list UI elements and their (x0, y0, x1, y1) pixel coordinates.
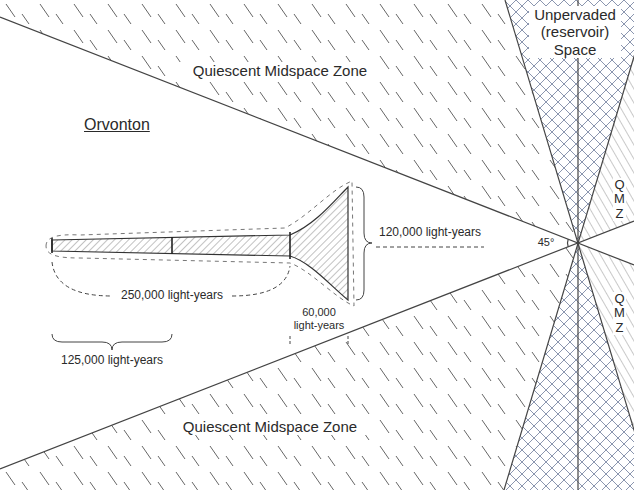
dimension-leader (52, 262, 112, 296)
galaxy-name: Orvonton (82, 116, 152, 134)
galaxy-outline-dashed (46, 181, 354, 306)
axis-line (577, 0, 578, 490)
zone-abbrev: QMZ (613, 292, 626, 335)
dimension-leader (376, 247, 484, 248)
dimension-label: 250,000 light-years (116, 289, 228, 303)
tick-mark (171, 237, 173, 254)
dimension-label: 120,000 light-years (374, 226, 486, 240)
midspace-zone-upper (0, 0, 578, 243)
galaxy-shape (52, 187, 348, 300)
dimension-brace (52, 334, 172, 350)
dimension-label: 60,000 light-years (291, 306, 347, 331)
midspace-zone-lower (0, 243, 578, 490)
cone-line (505, 0, 634, 490)
zone-label: Quiescent Midspace Zone (170, 418, 370, 435)
tick-mark (290, 336, 291, 346)
tick-mark (348, 336, 349, 346)
cone-line (504, 0, 634, 490)
zone-label: Quiescent Midspace Zone (180, 62, 380, 79)
dimension-brace (356, 187, 372, 300)
angle-arc (567, 239, 569, 247)
tick-mark (51, 238, 53, 253)
dimension-leader (232, 266, 290, 296)
tick-mark (289, 232, 291, 259)
angle-label: 45° (534, 236, 558, 249)
zone-abbrev: QMZ (613, 178, 626, 221)
zone-label: Unpervaded (reservoir) Space (529, 6, 621, 58)
dimension-label: 125,000 light-years (56, 354, 168, 368)
